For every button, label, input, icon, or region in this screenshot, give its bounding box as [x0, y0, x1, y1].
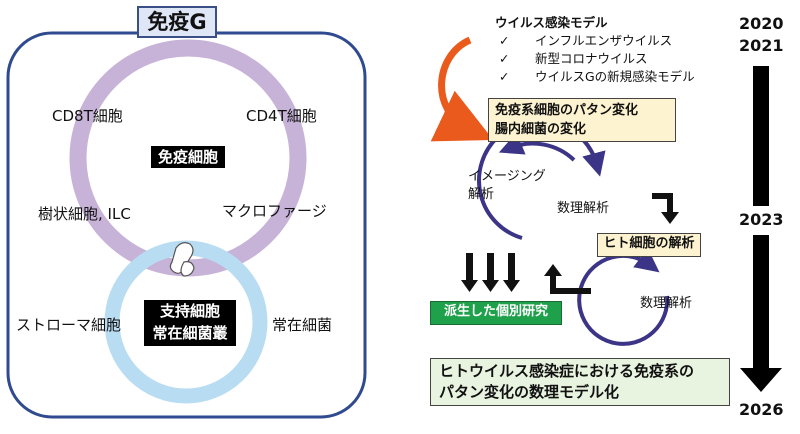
- model-item: ✓ 新型コロナウイルス: [495, 50, 695, 68]
- stroma-label: ストローマ細胞: [16, 316, 122, 334]
- check-icon: ✓: [499, 69, 510, 84]
- goal-line2: パタン変化の数理モデル化: [439, 383, 620, 401]
- timeline-bar-lower: [753, 235, 769, 368]
- timeline-arrow-head: [740, 368, 782, 392]
- three-down-arrows: [461, 253, 520, 292]
- model-label: 新型コロナウイルス: [535, 51, 648, 66]
- group-title: 免疫G: [137, 6, 217, 38]
- model-label: インフルエンザウイルス: [535, 33, 673, 48]
- cd8t-label: CD8T細胞: [52, 107, 123, 125]
- model-list-title: ウイルス感染モデル: [495, 15, 608, 30]
- ring-link-icon: [169, 242, 195, 277]
- check-icon: ✓: [499, 33, 510, 48]
- orange-curved-arrow: [430, 36, 494, 142]
- model-label: ウイルスGの新規感染モデル: [535, 69, 695, 84]
- year-2021: 2021: [739, 36, 784, 55]
- goal-box: ヒトウイルス感染症における免疫系の パタン変化の数理モデル化: [430, 358, 730, 406]
- cd4t-label: CD4T細胞: [246, 107, 317, 125]
- year-2020: 2020: [739, 14, 784, 33]
- virus-model-list: ウイルス感染モデル ✓ インフルエンザウイルス ✓ 新型コロナウイルス ✓ ウイ…: [495, 14, 695, 86]
- goal-line1: ヒトウイルス感染症における免疫系の: [439, 362, 695, 380]
- pattern-change-line2: 腸内細菌の変化: [495, 122, 587, 137]
- imaging-label-line1: イメージング: [468, 169, 546, 184]
- year-2023: 2023: [739, 210, 784, 229]
- imaging-label-line2: 解析: [468, 187, 495, 202]
- analysis-cycle-arrow-2: [498, 132, 576, 162]
- human-cell-analysis-box: ヒト細胞の解析: [597, 233, 701, 257]
- black-bent-arrow-up-head: [544, 264, 562, 276]
- pattern-change-box: 免疫系細胞のパタン変化 腸内細菌の変化: [488, 98, 676, 142]
- pattern-change-line1: 免疫系細胞のパタン変化: [495, 103, 639, 118]
- support-cells-label-line1: 支持細胞: [159, 302, 220, 320]
- black-bent-arrow-up: [550, 274, 591, 294]
- math-analysis-label-1: 数理解析: [557, 201, 610, 216]
- timeline-bar-upper: [753, 66, 769, 206]
- support-cells-label: 支持細胞 常在細菌叢: [144, 300, 236, 346]
- model-item: ✓ インフルエンザウイルス: [495, 32, 695, 50]
- commensal-bacteria-label: 常在細菌: [272, 316, 333, 334]
- year-2026: 2026: [739, 400, 784, 419]
- support-cells-label-line2: 常在細菌叢: [152, 324, 228, 342]
- imaging-analysis-label: イメージング 解析: [468, 168, 546, 204]
- black-bent-arrow-right: [652, 193, 673, 214]
- math-analysis-label-2: 数理解析: [640, 296, 693, 311]
- check-icon: ✓: [499, 51, 510, 66]
- immune-group-frame: [6, 31, 367, 419]
- macrophage-label: マクロファージ: [222, 202, 327, 220]
- dendritic-ilc-label: 樹状細胞, ILC: [38, 205, 131, 223]
- model-item: ✓ ウイルスGの新規感染モデル: [495, 68, 695, 86]
- immune-cells-label: 免疫細胞: [151, 146, 225, 168]
- black-bent-arrow-right-head: [661, 212, 679, 224]
- derived-research-box: 派生した個別研究: [430, 301, 562, 325]
